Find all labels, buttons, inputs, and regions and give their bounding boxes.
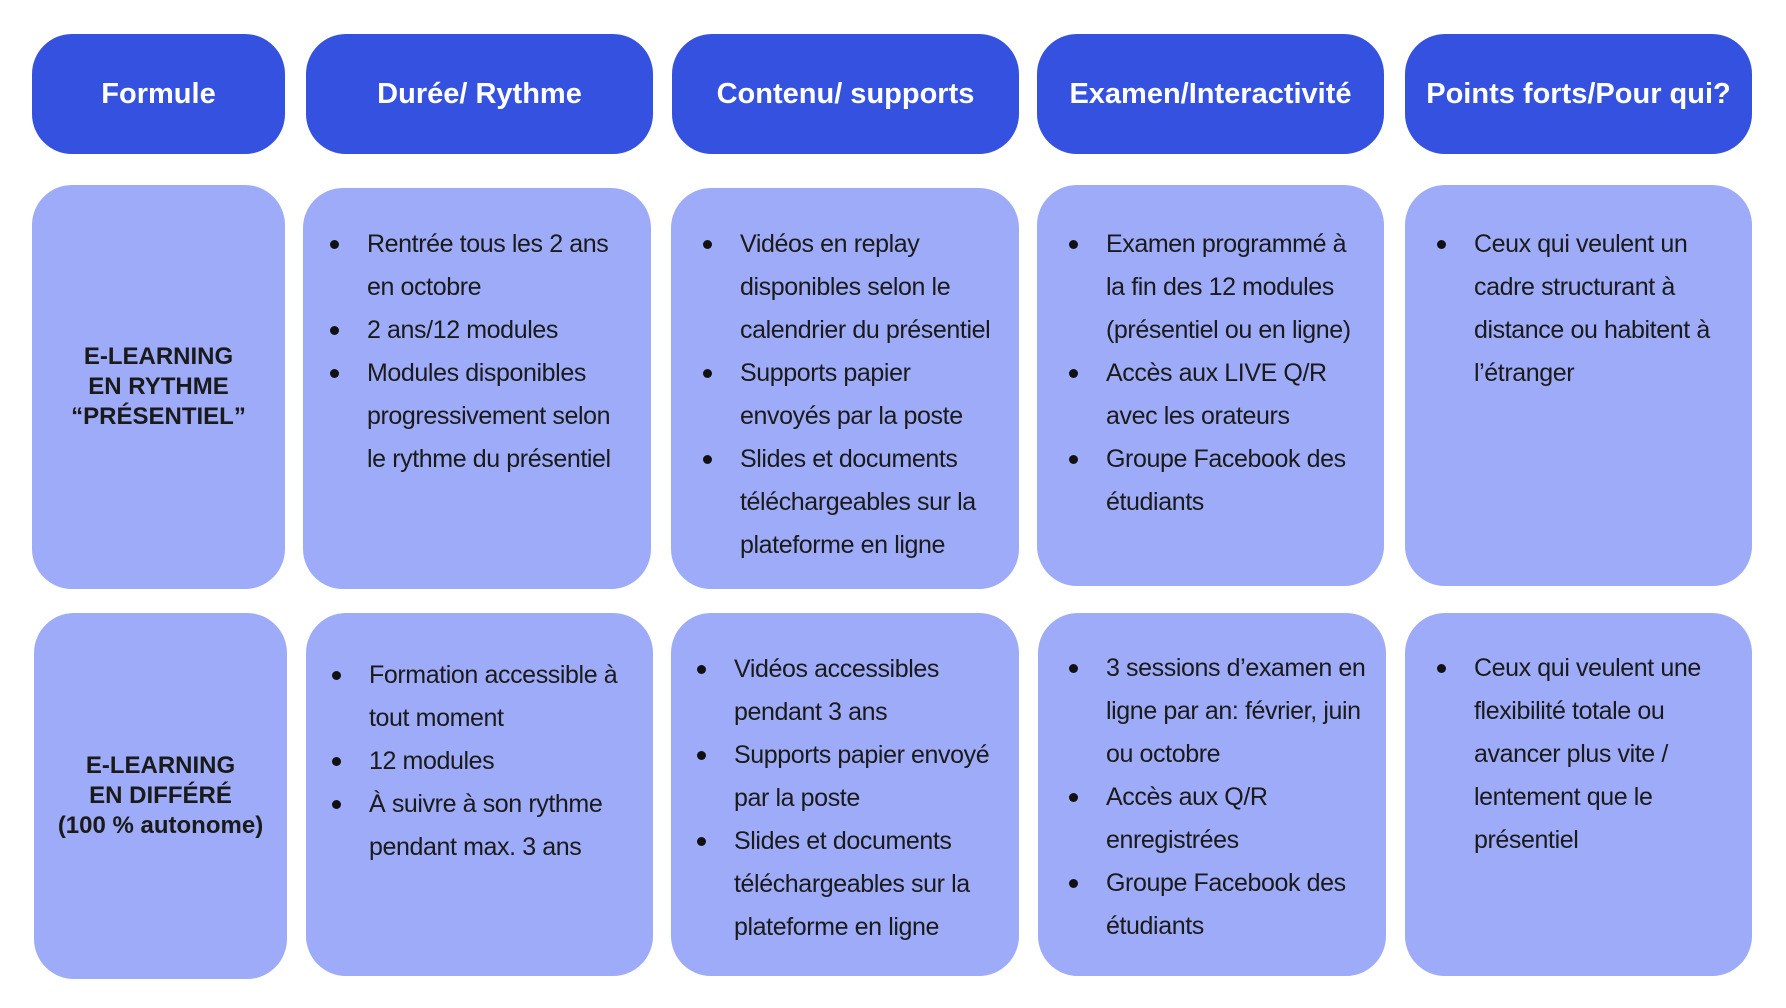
header-formule-label: Formule bbox=[101, 77, 216, 110]
row1-points-cell: Ceux qui veulent un cadre structurant à … bbox=[1405, 185, 1752, 586]
row2-contenu-cell: Vidéos accessibles pendant 3 ans Support… bbox=[671, 613, 1019, 976]
row1-examen-cell: Examen programmé à la fin des 12 modules… bbox=[1037, 185, 1384, 586]
row2-formule-line: (100 % autonome) bbox=[57, 812, 264, 839]
row2-formule-line: EN DIFFÉRÉ bbox=[89, 782, 232, 809]
header-points-forts: Points forts/Pour qui? bbox=[1405, 34, 1752, 154]
header-duree-rythme: Durée/ Rythme bbox=[306, 34, 653, 154]
row1-duree-cell: Rentrée tous les 2 ans en octobre 2 ans/… bbox=[303, 188, 651, 589]
list-item: Slides et documents téléchargeables sur … bbox=[697, 820, 997, 949]
list-item: Slides et documents téléchargeables sur … bbox=[703, 438, 1003, 567]
header-examen-interactivite: Examen/Interactivité bbox=[1037, 34, 1384, 154]
list-item: Ceux qui veulent une flexibilité totale … bbox=[1437, 647, 1727, 862]
list-item: Vidéos en replay disponibles selon le ca… bbox=[703, 223, 1003, 352]
row2-duree-list: Formation accessible à tout moment 12 mo… bbox=[332, 654, 632, 869]
list-item: Ceux qui veulent un cadre structurant à … bbox=[1437, 223, 1727, 395]
row1-formule-line: E-LEARNING bbox=[83, 343, 234, 370]
list-item: 3 sessions d’examen en ligne par an: fév… bbox=[1069, 647, 1369, 776]
row2-points-cell: Ceux qui veulent une flexibilité totale … bbox=[1405, 613, 1752, 976]
row2-duree-cell: Formation accessible à tout moment 12 mo… bbox=[306, 613, 653, 976]
row1-examen-list: Examen programmé à la fin des 12 modules… bbox=[1069, 223, 1369, 524]
header-points-forts-label: Points forts/Pour qui? bbox=[1426, 77, 1731, 110]
row2-formule-text: E-LEARNING EN DIFFÉRÉ (100 % autonome) bbox=[58, 751, 263, 841]
row1-formule-cell: E-LEARNING EN RYTHME “PRÉSENTIEL” bbox=[32, 185, 285, 589]
list-item: Vidéos accessibles pendant 3 ans bbox=[697, 648, 997, 734]
row1-points-list: Ceux qui veulent un cadre structurant à … bbox=[1437, 223, 1727, 395]
list-item: 2 ans/12 modules bbox=[330, 309, 630, 352]
row2-formule-line: E-LEARNING bbox=[85, 752, 236, 779]
list-item: Examen programmé à la fin des 12 modules… bbox=[1069, 223, 1369, 352]
row2-contenu-list: Vidéos accessibles pendant 3 ans Support… bbox=[697, 648, 997, 949]
list-item: Rentrée tous les 2 ans en octobre bbox=[330, 223, 630, 309]
row2-examen-cell: 3 sessions d’examen en ligne par an: fév… bbox=[1038, 613, 1386, 976]
row1-formule-text: E-LEARNING EN RYTHME “PRÉSENTIEL” bbox=[71, 342, 246, 432]
header-contenu-supports-label: Contenu/ supports bbox=[716, 77, 975, 110]
header-duree-rythme-label: Durée/ Rythme bbox=[377, 77, 582, 110]
row1-contenu-cell: Vidéos en replay disponibles selon le ca… bbox=[671, 188, 1019, 589]
list-item: Accès aux Q/R enregistrées bbox=[1069, 776, 1369, 862]
list-item: 12 modules bbox=[332, 740, 632, 783]
row1-duree-list: Rentrée tous les 2 ans en octobre 2 ans/… bbox=[330, 223, 630, 481]
row2-points-list: Ceux qui veulent une flexibilité totale … bbox=[1437, 647, 1727, 862]
list-item: Supports papier envoyés par la poste bbox=[703, 352, 1003, 438]
list-item: Modules disponibles progressivement selo… bbox=[330, 352, 630, 481]
list-item: Groupe Facebook des étudiants bbox=[1069, 438, 1369, 524]
list-item: Supports papier envoyé par la poste bbox=[697, 734, 997, 820]
row2-examen-list: 3 sessions d’examen en ligne par an: fév… bbox=[1069, 647, 1369, 948]
list-item: À suivre à son rythme pendant max. 3 ans bbox=[332, 783, 632, 869]
header-examen-interactivite-label: Examen/Interactivité bbox=[1069, 77, 1352, 110]
header-formule: Formule bbox=[32, 34, 285, 154]
row1-formule-line: EN RYTHME bbox=[88, 373, 229, 400]
row2-formule-cell: E-LEARNING EN DIFFÉRÉ (100 % autonome) bbox=[34, 613, 287, 979]
list-item: Formation accessible à tout moment bbox=[332, 654, 632, 740]
list-item: Groupe Facebook des étudiants bbox=[1069, 862, 1369, 948]
row1-formule-line: “PRÉSENTIEL” bbox=[71, 403, 246, 430]
header-contenu-supports: Contenu/ supports bbox=[672, 34, 1019, 154]
row1-contenu-list: Vidéos en replay disponibles selon le ca… bbox=[703, 223, 1003, 567]
list-item: Accès aux LIVE Q/R avec les orateurs bbox=[1069, 352, 1369, 438]
